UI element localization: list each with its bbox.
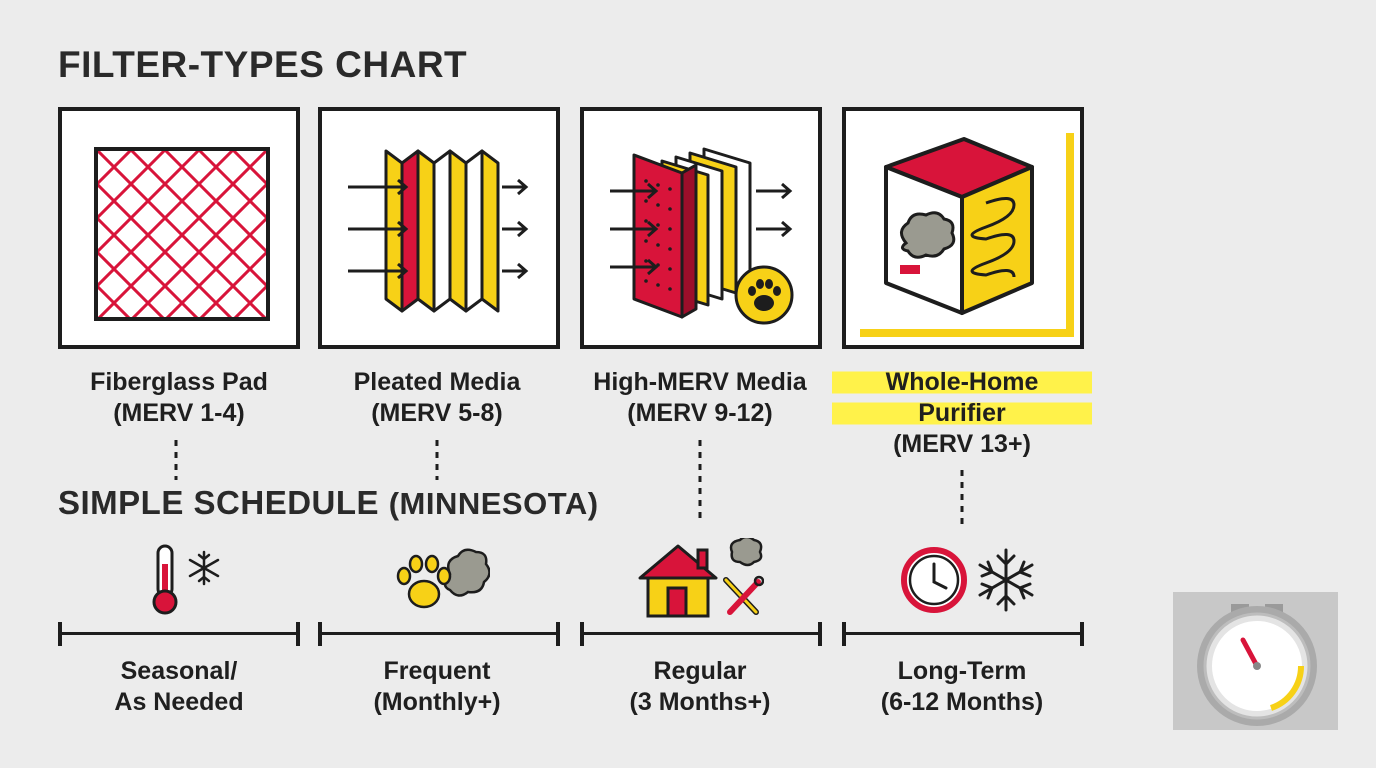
connector-high-merv [698,440,702,524]
chart-title: FILTER-TYPES CHART [58,44,468,85]
timeline-long-term [842,620,1084,648]
filter-card-pleated [318,107,560,349]
timeline-seasonal [58,620,300,648]
filter-label-pleated: Pleated Media(MERV 5-8) [353,368,521,427]
filter-label-high-merv: High-MERV Media(MERV 9-12) [593,368,807,427]
schedule-label-frequent: Frequent(Monthly+) [373,657,501,716]
filter-label-fiberglass: Fiberglass Pad(MERV 1-4) [90,368,268,427]
thermometer-snowflake-icon [152,544,220,615]
schedule-label-long-term: Long-Term(6-12 Months) [880,657,1044,716]
gauge-badge [1173,592,1338,730]
schedule-label-regular: Regular(3 Months+) [629,657,771,716]
high-merv-filter-icon [610,147,794,325]
schedule-label-seasonal: Seasonal/As Needed [114,657,244,716]
connector-pleated [435,440,439,480]
timeline-regular [580,620,822,648]
house-tools-icon [638,538,764,618]
schedule-title: SIMPLE SCHEDULE (MINNESOTA) [58,484,599,521]
tools-icon [723,575,764,615]
pleated-filter-icon [348,149,529,313]
filter-card-fiberglass [58,107,300,349]
paw-icon [734,265,794,325]
connector-fiberglass [174,440,178,480]
filter-card-high-merv [580,107,822,349]
paw-dust-icon [396,548,490,609]
filter-label-purifier: Whole-Home Purifier (MERV 13+) [832,367,1092,460]
fiberglass-mesh-icon [94,147,270,321]
timeline-frequent [318,620,560,648]
gauge-icon [1197,604,1317,726]
filter-card-purifier [842,107,1084,349]
clock-snowflake-icon [901,547,1034,613]
connector-purifier [960,470,964,524]
purifier-box-icon [860,133,1074,337]
